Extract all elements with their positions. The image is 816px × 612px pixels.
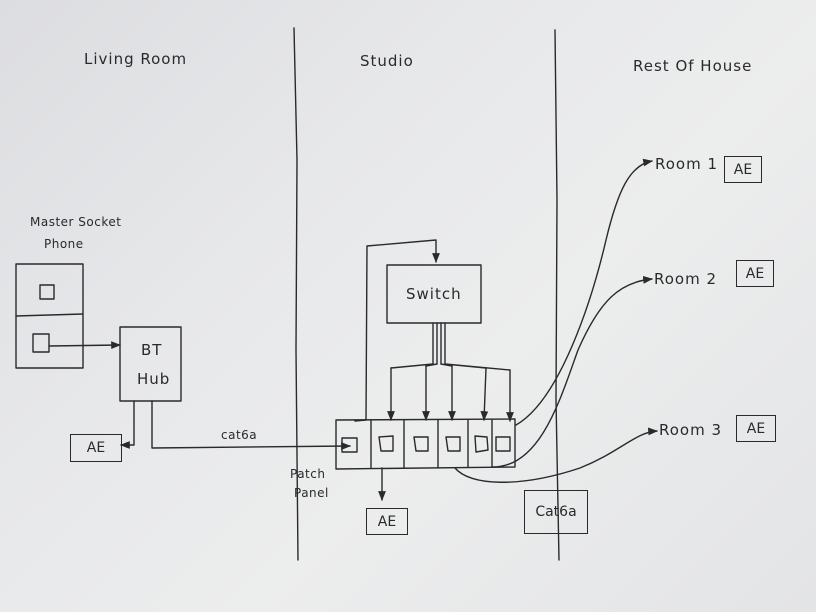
uplink-loop-line: [354, 239, 440, 422]
room-1-label: Room 1: [655, 155, 719, 173]
run-room-2: [491, 275, 653, 468]
patch-port-2: [378, 435, 394, 452]
patch-port-6: [495, 436, 511, 452]
fanout-arrow-4: [480, 367, 489, 421]
ae-outlet-living: AE: [70, 434, 122, 462]
master-socket-label: Master Socket: [30, 215, 122, 229]
cat6a-box: Cat6a: [524, 490, 588, 534]
run-room-3: [454, 427, 658, 483]
ae-outlet-room-1: AE: [724, 156, 762, 183]
socket-port-bottom: [32, 333, 50, 353]
socket-port-top: [39, 284, 55, 300]
cable-label: cat6a: [221, 428, 258, 442]
patch-label: Patch: [290, 467, 326, 481]
room-2-label: Room 2: [654, 270, 718, 288]
run-room-1: [515, 158, 653, 426]
patch-port-5: [474, 435, 489, 453]
section-title-living-room: Living Room: [84, 50, 188, 68]
socket-to-hub-line: [48, 341, 121, 350]
divider-left: [293, 27, 299, 561]
phone-label: Phone: [44, 237, 84, 251]
master-socket-divider: [15, 313, 84, 317]
patch-port-4: [445, 436, 461, 452]
switch-box: [386, 264, 482, 324]
panel-label: Panel: [294, 486, 329, 500]
switch-bundle: [432, 322, 446, 365]
patch-port-3: [413, 436, 429, 452]
patch-port-1: [341, 437, 358, 453]
room-3-label: Room 3: [659, 421, 723, 439]
divider-right: [554, 29, 560, 561]
ae-outlet-studio: AE: [366, 508, 408, 535]
patch-panel-slots: [370, 419, 493, 469]
hub-to-ae-line: [120, 400, 135, 449]
section-title-studio: Studio: [360, 52, 414, 70]
section-title-rest-of-house: Rest Of House: [633, 57, 753, 75]
bt-label: BT: [141, 341, 163, 359]
switch-label: Switch: [406, 285, 462, 303]
ae-outlet-room-3: AE: [736, 415, 776, 442]
hub-label: Hub: [137, 370, 171, 388]
hub-to-patch-line: [151, 400, 351, 451]
ae-outlet-room-2: AE: [736, 260, 774, 287]
patch-panel-box: [335, 418, 516, 470]
bt-hub-box: [119, 326, 182, 402]
switch-fanout: [390, 363, 511, 371]
